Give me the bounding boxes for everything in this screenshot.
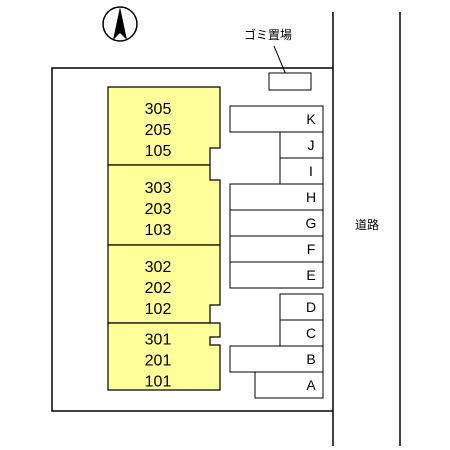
parking-slot-box	[229, 235, 324, 263]
unit-number: 302	[145, 259, 172, 276]
parking-slot-box	[279, 131, 324, 159]
parking-slot-box	[254, 371, 324, 399]
parking-slot: J	[279, 131, 324, 159]
unit-number: 305	[145, 101, 172, 118]
buildings: 305 205 105 303 203 103 302 202 102 301 201 101	[107, 86, 221, 391]
garbage-area-label: ゴミ置場	[244, 27, 292, 42]
parking-slot-box	[279, 293, 324, 321]
building: 303 203 103	[107, 164, 221, 246]
unit-number: 102	[145, 301, 172, 318]
parking-slot-box	[229, 345, 324, 373]
unit-number: 103	[145, 222, 172, 239]
unit-number: 201	[145, 353, 172, 370]
unit-number: 205	[145, 122, 172, 139]
unit-number: 301	[145, 332, 172, 349]
parking-slot-label: H	[306, 189, 316, 205]
north-arrow-icon	[102, 6, 138, 42]
parking-slot: K	[229, 105, 324, 133]
parking-slot-label: K	[306, 111, 316, 127]
parking-slot: E	[229, 261, 324, 289]
building: 301 201 101	[107, 322, 221, 391]
unit-number: 303	[145, 180, 172, 197]
parking-slot-box	[229, 105, 324, 133]
parking-slot: H	[229, 183, 324, 211]
garbage-area	[268, 72, 312, 91]
parking-slot-label: B	[306, 351, 315, 367]
building-outline	[107, 322, 221, 391]
parking-slot-box	[279, 319, 324, 347]
parking-slot: A	[254, 371, 324, 399]
parking-slot-label: C	[306, 325, 316, 341]
parking-slot-label: F	[307, 241, 316, 257]
parking-slot-label: E	[306, 267, 315, 283]
road-label: 道路	[355, 217, 379, 232]
building: 305 205 105	[107, 86, 221, 166]
parking-slot: F	[229, 235, 324, 263]
parking-slot: G	[229, 209, 324, 237]
unit-number: 202	[145, 280, 172, 297]
parking-slot-label: A	[306, 377, 316, 393]
parking-slot: I	[279, 157, 324, 185]
unit-number: 203	[145, 201, 172, 218]
parking-slot-box	[279, 157, 324, 185]
property-boundary	[51, 67, 333, 412]
parking-slot: B	[229, 345, 324, 373]
unit-number: 105	[145, 143, 172, 160]
parking-slot-label: G	[306, 215, 317, 231]
building: 302 202 102	[107, 244, 221, 324]
parking-slot-label: J	[308, 137, 315, 153]
parking-slot-box	[229, 261, 324, 289]
parking-slot-label: I	[309, 163, 313, 179]
parking-slot: D	[279, 293, 324, 321]
parking-slot-label: D	[306, 299, 316, 315]
parking-slot: C	[279, 319, 324, 347]
unit-number: 101	[145, 374, 172, 391]
